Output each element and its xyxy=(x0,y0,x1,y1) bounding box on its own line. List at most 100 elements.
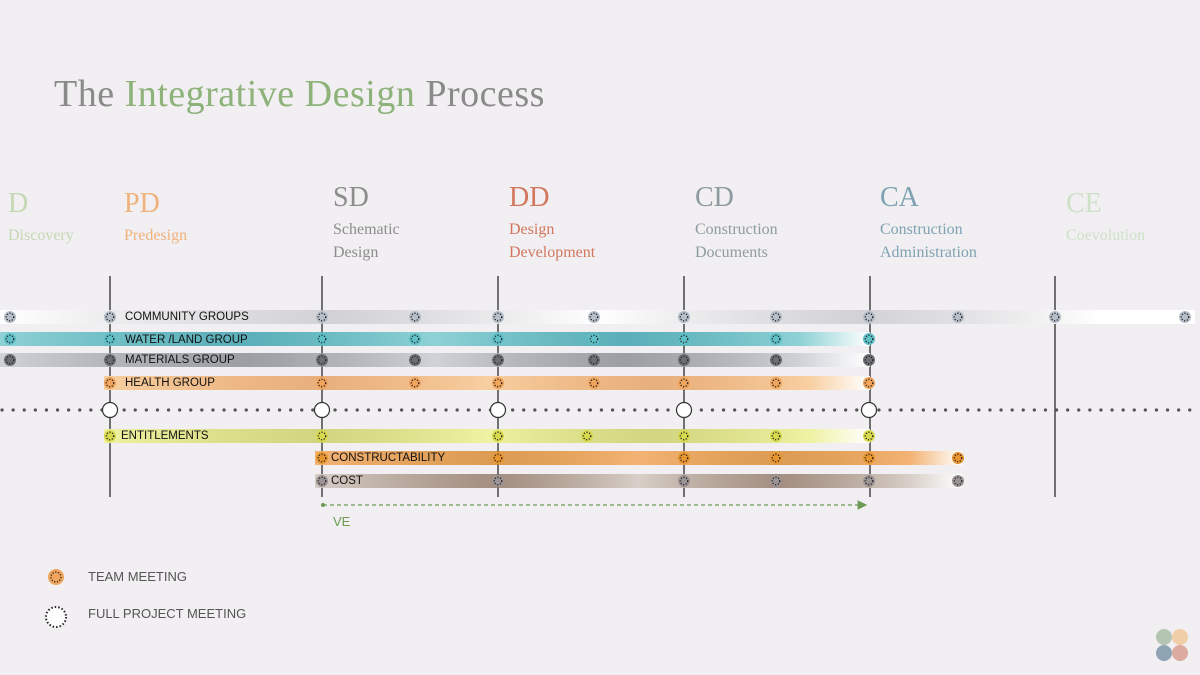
full-project-meeting-icon xyxy=(675,401,693,419)
title-accent: Integrative Design xyxy=(124,73,416,115)
team-meeting-dots xyxy=(410,355,420,365)
phase-name: Predesign xyxy=(124,227,188,244)
team-meeting-dots xyxy=(679,476,689,486)
phase-name: Design Development xyxy=(509,221,596,261)
team-meeting-dots xyxy=(589,312,599,322)
lane-bar xyxy=(315,451,962,465)
team-meeting-dots xyxy=(493,378,503,388)
phase-name: Discovery xyxy=(8,227,74,244)
phase-name: Construction Administration xyxy=(880,221,977,261)
team-meeting-dots xyxy=(679,334,689,344)
phase-name: Schematic Design xyxy=(333,221,400,261)
lane-bar xyxy=(0,353,870,367)
title-part-2: Process xyxy=(415,73,545,115)
page-title: The Integrative Design Process xyxy=(54,72,545,116)
team-meeting-dots xyxy=(317,378,327,388)
team-meeting-dots xyxy=(410,312,420,322)
title-part-1: The xyxy=(54,73,125,115)
ve-label: VE xyxy=(333,514,351,529)
team-meeting-dots xyxy=(5,334,15,344)
lane-bar xyxy=(0,332,870,346)
team-meeting-dots xyxy=(771,334,781,344)
team-meeting-icon xyxy=(48,569,64,585)
full-project-meeting-icon xyxy=(101,401,119,419)
team-meeting-dots xyxy=(589,378,599,388)
lane-label-cost: COST xyxy=(331,475,363,487)
team-meeting-dots xyxy=(953,476,963,486)
team-meeting-dots xyxy=(317,312,327,322)
lane-bar xyxy=(104,429,870,443)
team-meeting-dots xyxy=(317,476,327,486)
phase-abbr: D xyxy=(8,188,29,219)
team-meeting-dots xyxy=(493,334,503,344)
team-meeting-dots xyxy=(953,453,963,463)
team-meeting-dots xyxy=(1180,312,1190,322)
team-meeting-dots xyxy=(317,334,327,344)
team-meeting-dots xyxy=(864,453,874,463)
team-meeting-dots xyxy=(864,355,874,365)
phase-abbr: CA xyxy=(880,182,919,213)
full-project-meeting-icon xyxy=(489,401,507,419)
team-meeting-dots xyxy=(582,431,592,441)
team-meeting-dots xyxy=(105,334,115,344)
phase-abbr: PD xyxy=(124,188,160,219)
team-meeting-dots xyxy=(864,312,874,322)
full-project-meeting-icon xyxy=(313,401,331,419)
full-project-meeting-icon-ring xyxy=(45,606,67,628)
phase-discovery: D Discovery xyxy=(8,188,98,247)
phase-design-development: DD Design Development xyxy=(509,182,609,264)
lane-bar xyxy=(104,376,870,390)
team-meeting-dots xyxy=(679,431,689,441)
team-meeting-dots xyxy=(1050,312,1060,322)
team-meeting-dots xyxy=(5,355,15,365)
team-meeting-dots xyxy=(953,312,963,322)
lane-label-materials-group: MATERIALS GROUP xyxy=(125,354,235,366)
team-meeting-dots xyxy=(864,431,874,441)
phase-construction-administration: CA Construction Administration xyxy=(880,182,1000,264)
full-project-meeting-icon xyxy=(46,607,66,627)
team-meeting-dots xyxy=(771,476,781,486)
phase-abbr: DD xyxy=(509,182,550,213)
phase-schematic-design: SD Schematic Design xyxy=(333,182,413,264)
team-meeting-dots xyxy=(410,334,420,344)
team-meeting-dots xyxy=(864,476,874,486)
lane-label-constructability: CONSTRUCTABILITY xyxy=(331,452,446,464)
team-meeting-dots xyxy=(864,334,874,344)
logo-icon xyxy=(1156,629,1188,661)
team-meeting-dots xyxy=(589,355,599,365)
team-meeting-dots xyxy=(493,476,503,486)
phase-predesign: PD Predesign xyxy=(124,188,214,247)
team-meeting-dots xyxy=(679,355,689,365)
team-meeting-dots xyxy=(679,312,689,322)
full-project-meeting-icon xyxy=(860,401,878,419)
team-meeting-dots xyxy=(105,431,115,441)
team-meeting-dots xyxy=(50,571,62,583)
team-meeting-dots xyxy=(493,453,503,463)
team-meeting-dots xyxy=(771,453,781,463)
team-meeting-dots xyxy=(493,431,503,441)
team-meeting-dots xyxy=(771,312,781,322)
team-meeting-dots xyxy=(864,378,874,388)
phase-construction-documents: CD Construction Documents xyxy=(695,182,805,264)
lane-label-health-group: HEALTH GROUP xyxy=(125,377,215,389)
legend-full-project-meeting-label: FULL PROJECT MEETING xyxy=(88,606,247,621)
team-meeting-dots xyxy=(105,312,115,322)
team-meeting-dots xyxy=(493,355,503,365)
phase-coevolution: CE Coevolution xyxy=(1066,188,1166,247)
lane-bar xyxy=(315,474,962,488)
team-meeting-dots xyxy=(771,431,781,441)
phase-abbr: CD xyxy=(695,182,734,213)
team-meeting-dots xyxy=(679,453,689,463)
team-meeting-dots xyxy=(5,312,15,322)
ve-arrow-start xyxy=(321,503,325,507)
phase-name: Construction Documents xyxy=(695,221,778,261)
lane-label-water-land-group: WATER /LAND GROUP xyxy=(125,334,248,346)
team-meeting-dots xyxy=(771,355,781,365)
team-meeting-dots xyxy=(410,378,420,388)
team-meeting-dots xyxy=(317,355,327,365)
phase-name: Coevolution xyxy=(1066,227,1146,244)
team-meeting-dots xyxy=(317,453,327,463)
team-meeting-dots xyxy=(105,355,115,365)
team-meeting-dots xyxy=(317,431,327,441)
